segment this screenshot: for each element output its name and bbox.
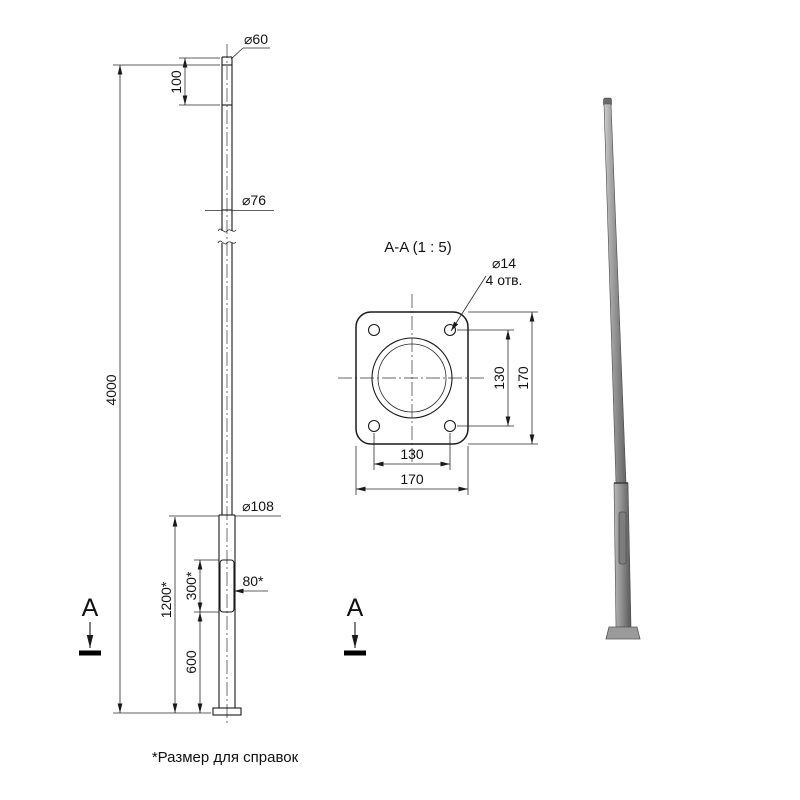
dim-bolt-spacing-v: 130	[491, 366, 507, 390]
section-title: A-A (1 : 5)	[384, 239, 452, 256]
dim-plate-size-h: 170	[400, 471, 424, 487]
front-view: ⌀60 100 ⌀76 4000 ⌀108 1200* 300* 600 80*	[103, 31, 281, 726]
base-plate-section	[355, 311, 469, 445]
pole-3d-hatch	[618, 511, 627, 565]
pole-3d-base-plate	[605, 626, 641, 640]
cut-label-middle: A	[347, 594, 364, 622]
section-view-aa: A-A (1 : 5) ⌀14 4 отв. 130 170 130	[338, 239, 538, 495]
tube-outer-circle	[371, 337, 453, 419]
cut-marker-left: A	[79, 594, 101, 656]
dim-dia-mid: ⌀76	[242, 192, 266, 208]
dim-len-top: 100	[168, 70, 184, 94]
bolt-hole	[367, 419, 381, 433]
base-plate-front	[212, 707, 242, 716]
cut-marker-middle: A	[344, 594, 366, 656]
bolt-hole	[443, 419, 457, 433]
hole-dia-label: ⌀14	[492, 255, 516, 271]
dim-dia-top: ⌀60	[244, 31, 268, 47]
dim-len-hatch-section: 300*	[183, 571, 199, 600]
dim-dia-base: ⌀108	[242, 498, 274, 514]
cut-label-left: A	[82, 594, 99, 622]
pole-3d-view	[603, 97, 641, 640]
break-line-bottom	[217, 240, 237, 245]
bolt-hole	[367, 323, 381, 337]
tube-inner-circle	[377, 343, 447, 413]
dim-bolt-spacing-h: 130	[400, 446, 424, 462]
dim-hatch-width: 80*	[242, 573, 264, 589]
footnote: *Размер для справок	[152, 749, 299, 766]
dim-plate-size-v: 170	[515, 366, 531, 390]
break-line-top	[217, 228, 237, 233]
service-hatch	[219, 559, 235, 613]
hole-count-label: 4 отв.	[486, 272, 523, 288]
dim-len-base-section: 1200*	[158, 581, 174, 618]
dim-len-bottom: 600	[183, 650, 199, 674]
dim-height-total: 4000	[103, 374, 119, 405]
